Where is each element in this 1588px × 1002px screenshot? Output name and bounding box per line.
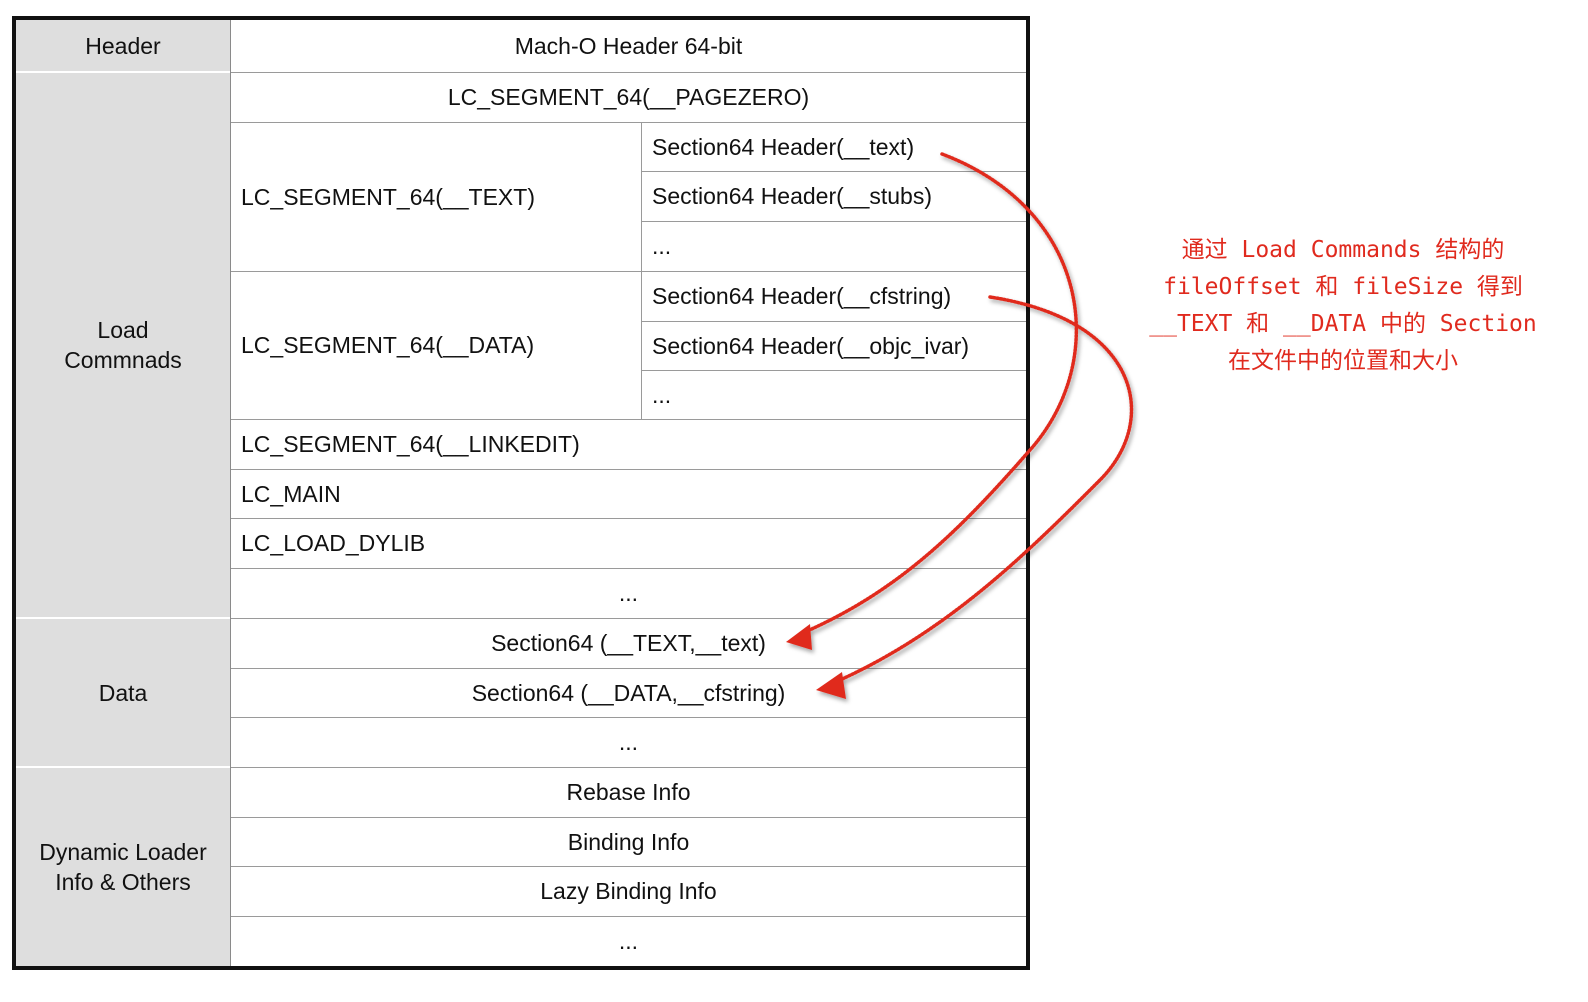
- lc-data-row: LC_SEGMENT_64(__DATA): [231, 272, 642, 420]
- text-section-header-label: Section64 Header(__text): [652, 133, 915, 160]
- data-cfstring-section-label: Section64 (__DATA,__cfstring): [471, 679, 786, 706]
- load-commands-more-row: ...: [231, 569, 1026, 619]
- category-dyld-line1: Dynamic Loader: [39, 839, 207, 865]
- annotation-note: 通过 Load Commands 结构的 fileOffset 和 fileSi…: [1128, 232, 1558, 380]
- lc-main-label: LC_MAIN: [241, 480, 341, 507]
- dyld-more-row: ...: [231, 917, 1026, 966]
- macho-layout-table: Header Load Commnads Data Dynamic Loader…: [12, 16, 1030, 970]
- rebase-info-row: Rebase Info: [231, 768, 1026, 818]
- category-dynamic-loader: Dynamic Loader Info & Others: [16, 768, 230, 966]
- lc-text-row: LC_SEGMENT_64(__TEXT): [231, 123, 642, 272]
- lazy-binding-info-label: Lazy Binding Info: [540, 878, 717, 904]
- category-column: Header Load Commnads Data Dynamic Loader…: [16, 20, 230, 966]
- cfstring-section-header-label: Section64 Header(__cfstring): [652, 283, 952, 309]
- binding-info-row: Binding Info: [231, 818, 1026, 867]
- data-text-section-label: Section64 (__TEXT,__text): [491, 630, 766, 656]
- category-dyld-line2: Info & Others: [55, 869, 191, 895]
- data-cfstring-section-row: Section64 (__DATA,__cfstring): [231, 669, 1026, 718]
- lc-pagezero-label: LC_SEGMENT_64(__PAGEZERO): [447, 84, 810, 110]
- lc-linkedit-label: LC_SEGMENT_64(__LINKEDIT): [241, 431, 580, 457]
- data-more-label: ...: [618, 729, 639, 755]
- stubs-section-header-label: Section64 Header(__stubs): [652, 183, 932, 209]
- lc-text-label: LC_SEGMENT_64(__TEXT): [241, 183, 535, 210]
- mach-header-label: Mach-O Header 64-bit: [514, 32, 743, 59]
- lc-linkedit-row: LC_SEGMENT_64(__LINKEDIT): [231, 420, 1026, 470]
- load-commands-more-label: ...: [618, 580, 639, 606]
- mach-header-row: Mach-O Header 64-bit: [231, 20, 1026, 73]
- objc-ivar-section-header-row: Section64 Header(__objc_ivar): [642, 322, 1026, 371]
- text-sections-more-row: ...: [642, 222, 1026, 272]
- annotation-line-4: 在文件中的位置和大小: [1228, 348, 1458, 374]
- lc-data-label: LC_SEGMENT_64(__DATA): [241, 332, 535, 358]
- text-section-header-row: Section64 Header(__text): [642, 123, 1026, 172]
- lc-main-row: LC_MAIN: [231, 470, 1026, 519]
- data-more-row: ...: [231, 718, 1026, 768]
- lc-pagezero-row: LC_SEGMENT_64(__PAGEZERO): [231, 73, 1026, 123]
- text-sections-more-label: ...: [652, 233, 672, 259]
- data-text-section-row: Section64 (__TEXT,__text): [231, 619, 1026, 669]
- lazy-binding-info-row: Lazy Binding Info: [231, 867, 1026, 917]
- structure-grid: Mach-O Header 64-bit LC_SEGMENT_64(__PAG…: [230, 20, 1026, 966]
- annotation-line-1: 通过 Load Commands 结构的: [1181, 237, 1505, 263]
- category-header-label: Header: [85, 32, 161, 59]
- objc-ivar-section-header-label: Section64 Header(__objc_ivar): [652, 332, 970, 359]
- lc-load-dylib-label: LC_LOAD_DYLIB: [241, 530, 426, 556]
- dyld-more-label: ...: [618, 928, 639, 954]
- cfstring-section-header-row: Section64 Header(__cfstring): [642, 272, 1026, 322]
- category-load-commands-line2: Commnads: [64, 347, 182, 373]
- category-data: Data: [16, 619, 230, 768]
- category-load-commands-line1: Load: [97, 317, 149, 343]
- annotation-line-3: __TEXT 和 __DATA 中的 Section: [1149, 311, 1537, 337]
- category-load-commands: Load Commnads: [16, 73, 230, 619]
- rebase-info-label: Rebase Info: [566, 779, 691, 805]
- stubs-section-header-row: Section64 Header(__stubs): [642, 172, 1026, 222]
- data-sections-more-row: ...: [642, 371, 1026, 420]
- category-data-label: Data: [98, 679, 148, 706]
- category-header: Header: [16, 20, 230, 73]
- annotation-line-2: fileOffset 和 fileSize 得到: [1163, 274, 1523, 300]
- data-sections-more-label: ...: [652, 381, 672, 408]
- lc-load-dylib-row: LC_LOAD_DYLIB: [231, 519, 1026, 569]
- binding-info-label: Binding Info: [567, 828, 690, 855]
